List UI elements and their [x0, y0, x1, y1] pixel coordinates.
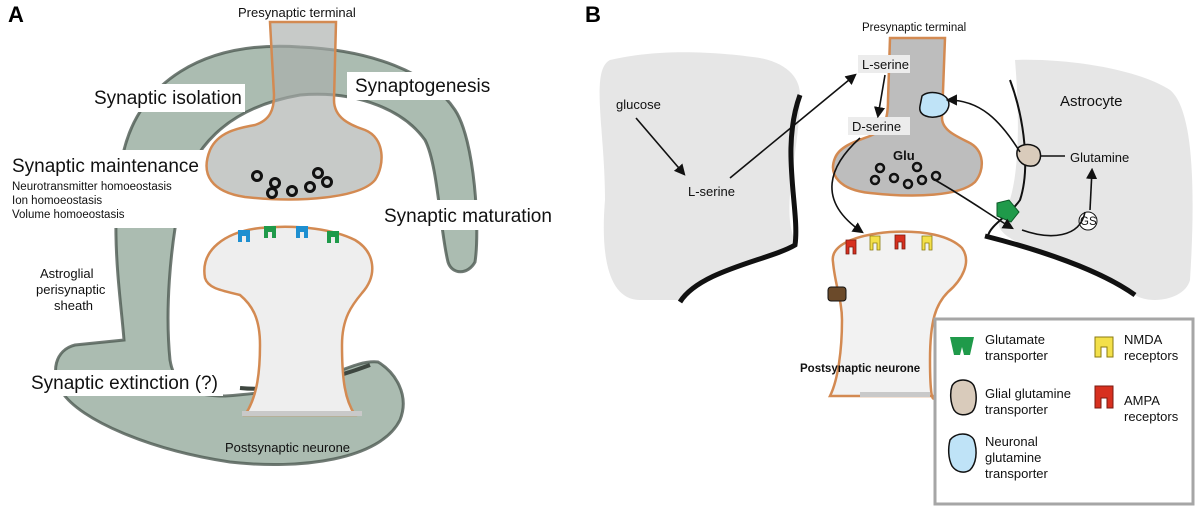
synaptic-isolation-label: Synaptic isolation — [94, 88, 242, 109]
extinction-box — [25, 370, 223, 396]
presynaptic-terminal-a — [205, 20, 383, 201]
l-serine-top-box — [858, 55, 910, 73]
postsynaptic-channel — [827, 286, 847, 302]
legend-label: Glutamate — [985, 332, 1045, 347]
nmda-receptor-icon — [1094, 336, 1114, 358]
legend-label: transporter — [985, 348, 1049, 363]
glutamate-transporter-b — [996, 199, 1020, 223]
maturation-box — [378, 200, 553, 230]
sheath-label: perisynaptic — [36, 282, 106, 297]
legend-box — [933, 317, 1195, 506]
receptors-b — [845, 234, 933, 255]
legend-label: glutamine — [985, 450, 1041, 465]
astrocyte-left — [599, 52, 800, 300]
astrocyte-membrane-left — [677, 94, 803, 304]
panel-a: A Synaptic isolation Sy — [5, 2, 553, 467]
astrocyte-label: Astrocyte — [1060, 93, 1123, 110]
glial-glutamine-transporter-icon — [949, 379, 977, 416]
glial-glutamine-transporter-b — [1016, 143, 1042, 167]
synaptogenesis-label: Synaptogenesis — [355, 76, 490, 97]
synaptogenesis-box — [347, 72, 492, 100]
l-serine-top-label: L-serine — [862, 57, 909, 72]
synaptic-extinction-label: Synaptic extinction (?) — [31, 373, 218, 394]
postsynaptic-spine-a — [203, 225, 374, 417]
glu-label: Glu — [893, 148, 915, 163]
legend-label: receptors — [1124, 409, 1179, 424]
presynaptic-terminal-b — [831, 36, 983, 197]
legend-label: Neuronal — [985, 434, 1038, 449]
presynaptic-label-a: Presynaptic terminal — [238, 5, 356, 20]
panel-b-letter: B — [585, 2, 601, 27]
presynaptic-label-b: Presynaptic terminal — [862, 22, 966, 34]
astrocyte-membrane-right — [984, 233, 1137, 298]
glutamine-label: Glutamine — [1070, 150, 1129, 165]
glutamate-transporter-icon — [950, 337, 974, 355]
legend-label: transporter — [985, 402, 1049, 417]
vesicles-b — [869, 161, 942, 190]
vesicles-a — [251, 167, 333, 199]
glucose-label: glucose — [616, 97, 661, 112]
legend-label: receptors — [1124, 348, 1179, 363]
synaptic-maintenance-label: Synaptic maintenance — [12, 156, 199, 177]
sheath-label: sheath — [54, 298, 93, 313]
l-serine-left-label: L-serine — [688, 184, 735, 199]
postsynaptic-spine-b — [827, 230, 968, 400]
neuronal-glutamine-transporter-icon — [947, 433, 977, 473]
postsynaptic-label-a: Postsynaptic neurone — [225, 440, 350, 455]
astrocyte-membrane-inner — [987, 79, 1027, 237]
legend-label: NMDA — [1124, 332, 1163, 347]
astrocyte-right — [998, 59, 1193, 300]
maintenance-item: Volume homoeostasis — [12, 209, 125, 221]
maintenance-item: Ion homoeostasis — [12, 195, 102, 207]
receptors-a — [238, 226, 339, 243]
postsynaptic-base-b — [860, 392, 930, 397]
legend-label: transporter — [985, 466, 1049, 481]
d-serine-label: D-serine — [852, 119, 901, 134]
isolation-box — [87, 84, 245, 112]
ampa-receptor-icon — [1094, 385, 1114, 409]
sheath-label: Astroglial — [40, 266, 94, 281]
legend: Glutamate transporter NMDA receptors Gli… — [933, 317, 1195, 506]
gs-label: GS — [1080, 216, 1097, 228]
pathway-arrows — [635, 73, 1098, 237]
d-serine-box — [848, 117, 910, 135]
panel-b: B Presynaptic terminal Glu Postsynaptic … — [585, 2, 1195, 506]
synaptic-maturation-label: Synaptic maturation — [384, 206, 552, 227]
maintenance-box — [5, 150, 205, 228]
legend-label: AMPA — [1124, 393, 1160, 408]
legend-label: Glial glutamine — [985, 386, 1071, 401]
panel-a-letter: A — [8, 2, 24, 27]
neuronal-glutamine-transporter-b — [919, 91, 950, 118]
maintenance-item: Neurotransmitter homoeostasis — [12, 181, 172, 193]
postsynaptic-label-b: Postsynaptic neurone — [800, 363, 920, 375]
